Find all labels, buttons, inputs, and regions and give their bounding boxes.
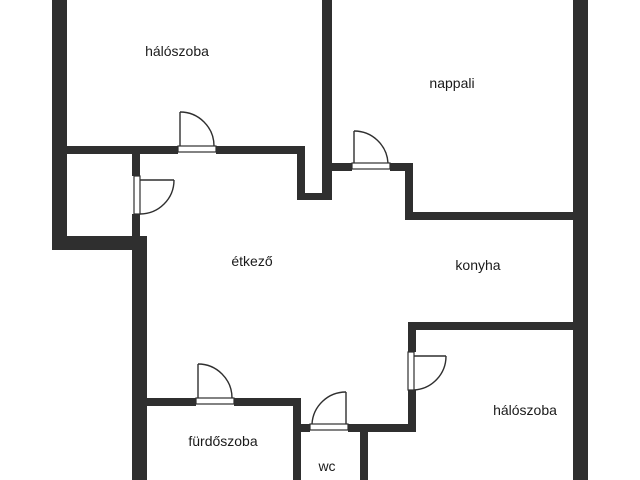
door-living — [351, 130, 391, 173]
room-label-living: nappali — [429, 75, 474, 91]
door-bathroom — [195, 363, 235, 408]
door-closet — [130, 175, 175, 215]
room-label-bedroom-bottom: hálószoba — [493, 402, 557, 418]
room-label-wc: wc — [317, 458, 335, 474]
door-top-bedroom — [177, 111, 217, 156]
exterior-walls — [52, 0, 588, 480]
door-bottom-bedroom — [406, 351, 447, 391]
room-label-kitchen: konyha — [455, 257, 500, 273]
room-label-dining: étkező — [231, 253, 272, 269]
room-label-bathroom: fürdőszoba — [188, 433, 257, 449]
room-label-bedroom-top: hálószoba — [145, 43, 209, 59]
door-wc — [309, 391, 349, 434]
